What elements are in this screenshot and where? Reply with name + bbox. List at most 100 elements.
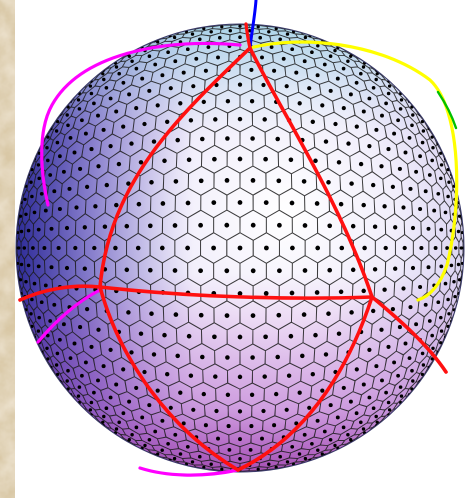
seed-point bbox=[355, 125, 359, 129]
seed-point bbox=[439, 177, 443, 181]
seed-point bbox=[198, 223, 203, 228]
seed-point bbox=[37, 177, 41, 181]
seed-point bbox=[307, 86, 311, 90]
seed-point bbox=[46, 135, 49, 138]
seed-point bbox=[304, 36, 307, 39]
seed-point bbox=[458, 278, 461, 281]
seed-point bbox=[134, 386, 138, 390]
seed-point bbox=[45, 146, 48, 149]
seed-point bbox=[199, 178, 204, 183]
seed-point bbox=[55, 363, 58, 366]
seed-point bbox=[329, 54, 333, 58]
seed-point bbox=[346, 141, 350, 145]
seed-point bbox=[421, 141, 425, 145]
seed-point bbox=[384, 391, 388, 395]
seed-point bbox=[302, 312, 307, 317]
seed-point bbox=[134, 106, 138, 110]
seed-point bbox=[127, 92, 131, 96]
seed-point bbox=[238, 157, 243, 162]
seed-point bbox=[436, 192, 440, 196]
seed-point bbox=[92, 391, 96, 395]
seed-point bbox=[129, 350, 133, 354]
seed-point bbox=[96, 164, 100, 168]
seed-point bbox=[186, 201, 191, 206]
seed-point bbox=[187, 334, 192, 339]
seed-point bbox=[337, 331, 341, 335]
seed-point bbox=[96, 378, 100, 382]
seed-point bbox=[261, 409, 265, 413]
seed-point bbox=[315, 290, 320, 295]
seed-point bbox=[153, 430, 157, 434]
seed-point bbox=[173, 36, 176, 39]
seed-point bbox=[175, 138, 180, 143]
seed-point bbox=[136, 246, 141, 251]
seed-point bbox=[103, 224, 107, 228]
seed-point bbox=[30, 195, 34, 199]
seed-point bbox=[457, 230, 460, 233]
seed-point bbox=[125, 224, 130, 229]
seed-point bbox=[44, 283, 48, 287]
seed-point bbox=[262, 374, 266, 378]
seed-point bbox=[362, 65, 365, 68]
seed-point bbox=[386, 345, 390, 349]
seed-point bbox=[371, 309, 375, 313]
seed-point bbox=[349, 55, 352, 58]
seed-point bbox=[105, 406, 109, 410]
seed-point bbox=[310, 50, 314, 54]
seed-point bbox=[251, 313, 256, 318]
seed-point bbox=[165, 372, 169, 376]
seed-point bbox=[238, 25, 241, 28]
seed-point bbox=[355, 81, 359, 85]
seed-point bbox=[102, 415, 105, 418]
seed-point bbox=[349, 400, 353, 404]
seed-point bbox=[198, 38, 202, 42]
seed-point bbox=[374, 415, 377, 418]
seed-point bbox=[278, 38, 282, 42]
seed-point bbox=[419, 246, 423, 250]
seed-point bbox=[225, 178, 230, 183]
seed-point bbox=[393, 267, 397, 271]
seed-point bbox=[432, 209, 436, 213]
seed-point bbox=[55, 129, 58, 132]
seed-point bbox=[77, 394, 80, 397]
seed-point bbox=[422, 363, 425, 366]
seed-point bbox=[387, 401, 391, 405]
seed-point bbox=[238, 437, 242, 441]
seed-point bbox=[149, 311, 154, 316]
seed-point bbox=[126, 310, 130, 314]
seed-point bbox=[316, 44, 319, 47]
seed-point bbox=[191, 32, 194, 35]
seed-point bbox=[105, 86, 109, 90]
seed-point bbox=[387, 92, 391, 96]
seed-point bbox=[453, 295, 456, 298]
seed-point bbox=[298, 452, 302, 456]
seed-point bbox=[84, 360, 88, 364]
seed-point bbox=[58, 154, 62, 158]
seed-point bbox=[83, 267, 87, 271]
seed-point bbox=[391, 185, 395, 189]
seed-point bbox=[400, 98, 403, 101]
seed-point bbox=[66, 124, 70, 128]
seed-point bbox=[48, 173, 52, 177]
seed-point bbox=[304, 457, 307, 460]
seed-point bbox=[399, 107, 403, 111]
seed-point bbox=[324, 139, 328, 143]
seed-point bbox=[148, 223, 153, 228]
seed-point bbox=[58, 207, 62, 211]
seed-point bbox=[382, 288, 386, 292]
seed-point bbox=[117, 162, 121, 166]
seed-point bbox=[400, 394, 403, 397]
seed-point bbox=[57, 246, 61, 250]
seed-point bbox=[152, 352, 156, 356]
seed-point bbox=[109, 97, 113, 101]
seed-point bbox=[37, 316, 41, 320]
seed-point bbox=[80, 374, 84, 378]
seed-point bbox=[80, 118, 84, 122]
seed-point bbox=[200, 355, 205, 360]
seed-point bbox=[198, 455, 202, 459]
seed-point bbox=[263, 334, 268, 339]
seed-point bbox=[251, 223, 256, 228]
seed-point bbox=[23, 246, 26, 249]
seed-point bbox=[439, 265, 443, 269]
seed-point bbox=[303, 223, 308, 228]
